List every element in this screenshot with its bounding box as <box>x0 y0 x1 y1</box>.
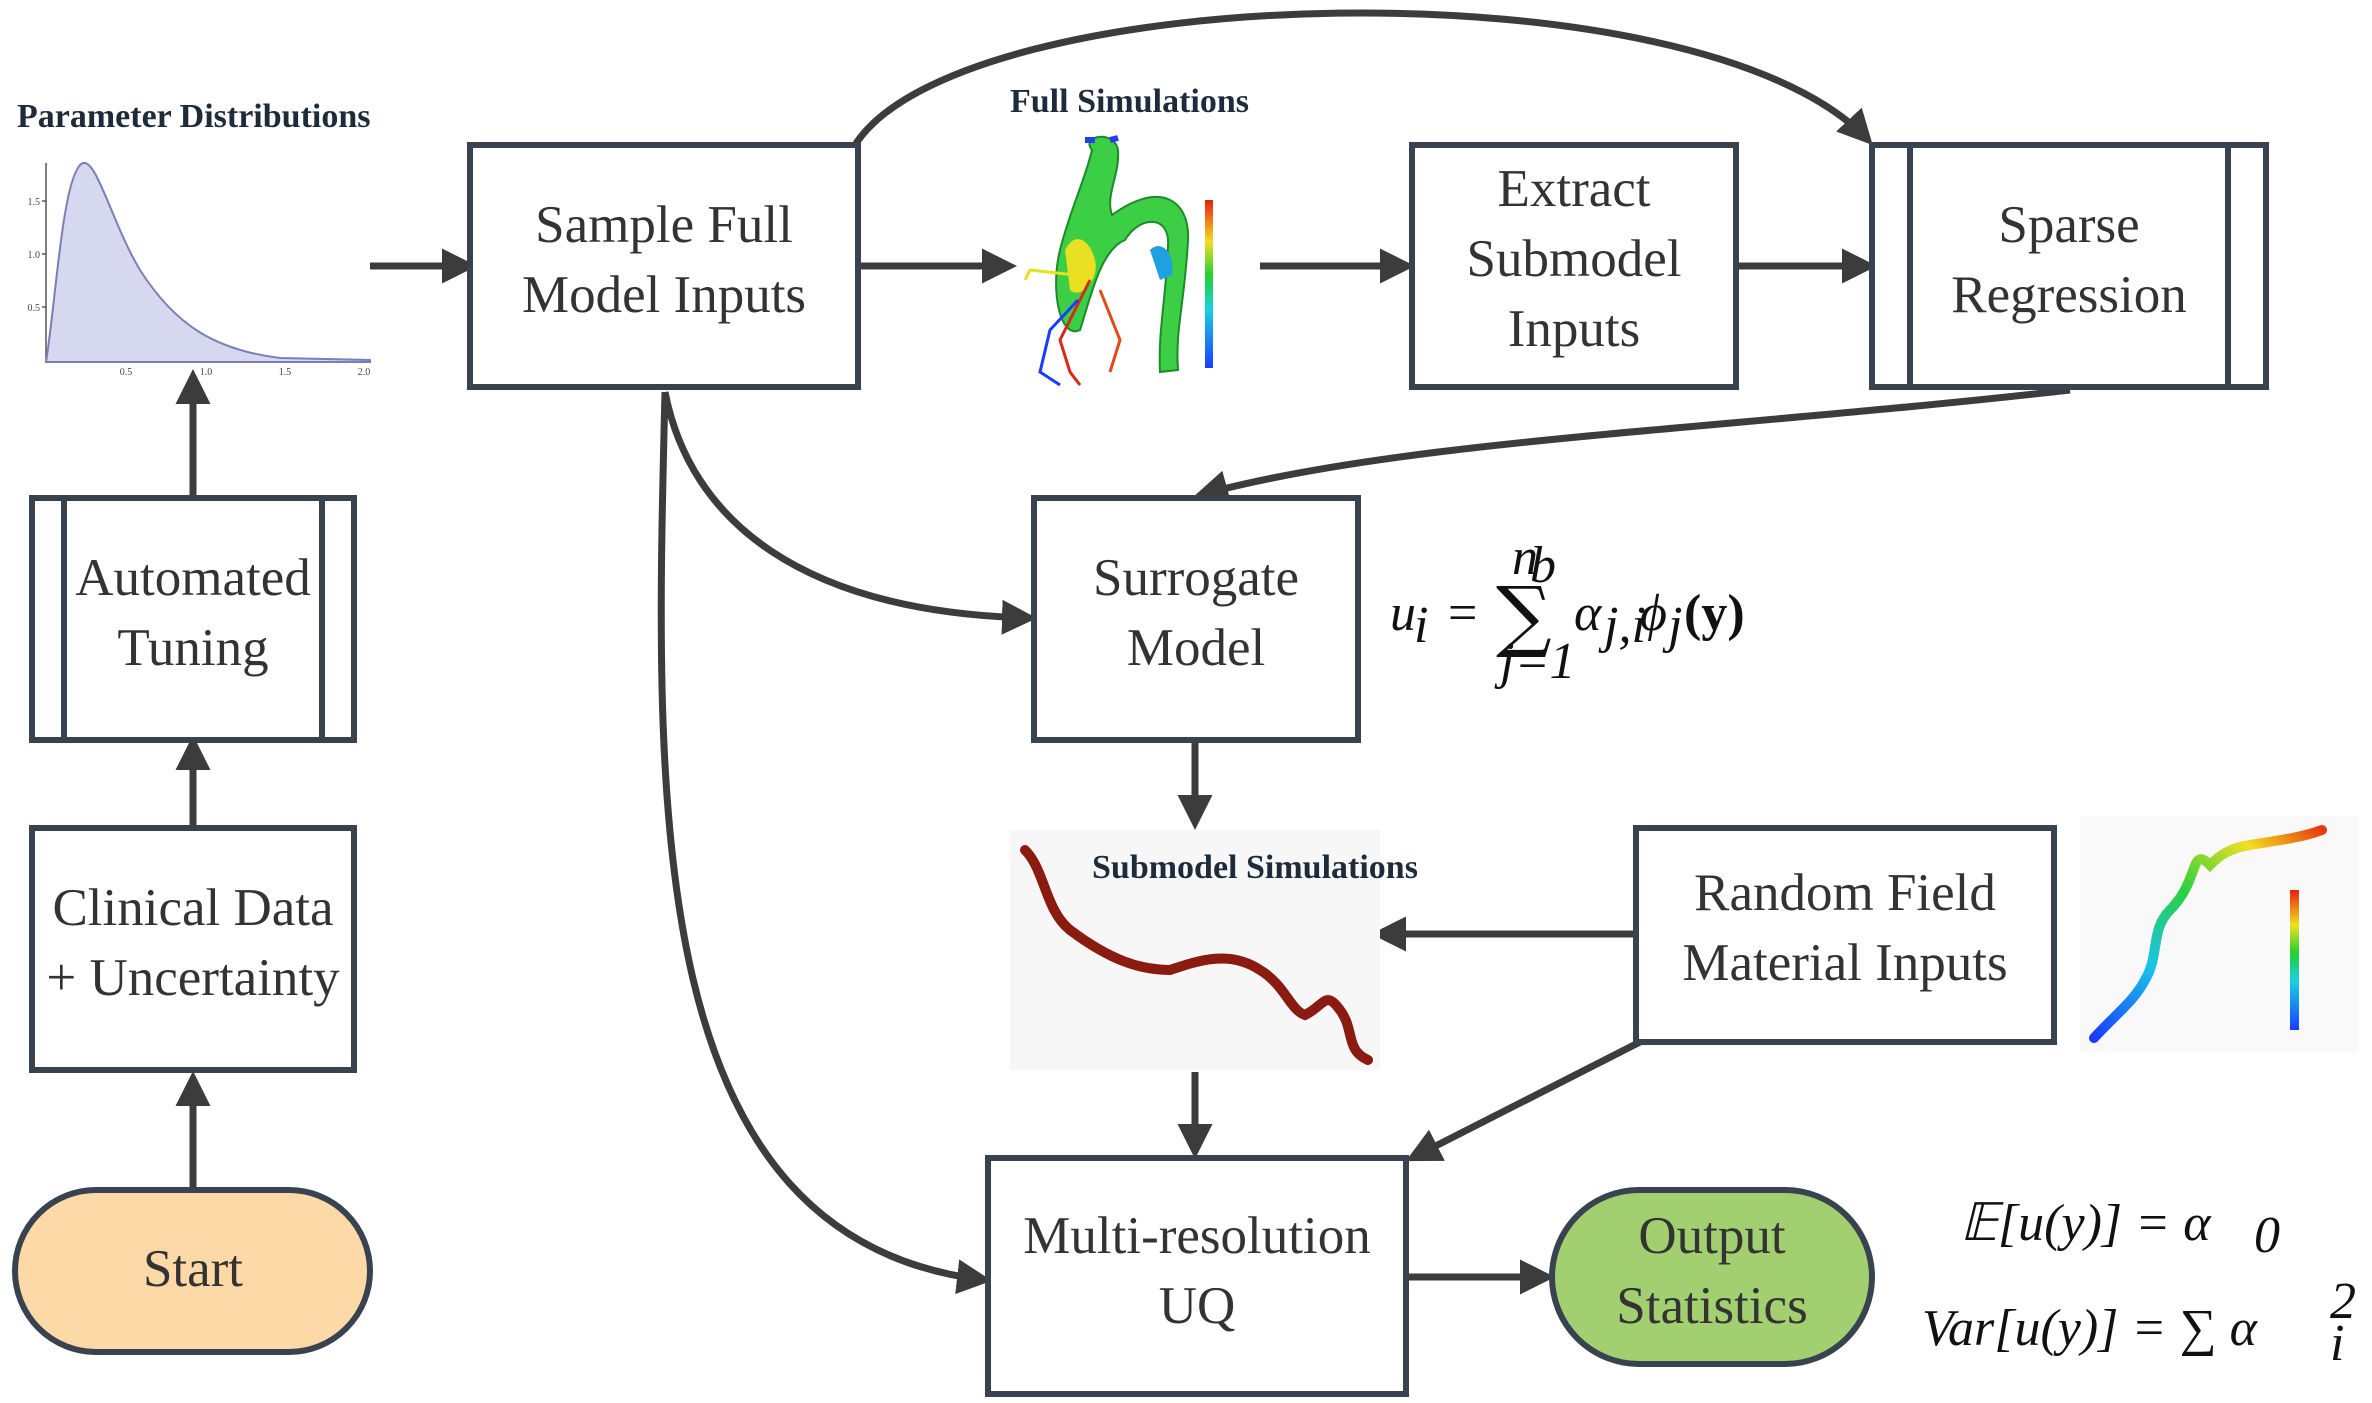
full-simulations-image: Full Simulations <box>1010 83 1249 387</box>
eq-variance-sub: i <box>2330 1315 2344 1372</box>
start-label: Start <box>143 1240 243 1298</box>
clinical-label-line1: Clinical Data <box>52 879 333 937</box>
eq-sum-upper: n <box>1512 529 1538 586</box>
eq-sum-upper-sub: b <box>1530 537 1556 594</box>
eq-lhs: u <box>1390 585 1416 642</box>
node-extract-submodel-inputs: Extract Submodel Inputs <box>1409 142 1739 390</box>
surrogate-label-line1: Surrogate <box>1093 549 1299 607</box>
artery-shape <box>1020 845 1373 1065</box>
sample-label-line1: Sample Full <box>535 196 793 254</box>
node-sparse-regression: Sparse Regression <box>1869 142 2269 390</box>
random-label-line2: Material Inputs <box>1682 934 2007 992</box>
surrogate-equation: u i = ∑ n b j=1 α j,i ϕ j (y) <box>1390 529 1745 690</box>
ytick-label: 1.5 <box>28 197 41 208</box>
node-start: Start <box>12 1187 373 1355</box>
eq-phi-sub: j <box>1662 597 1682 654</box>
xtick-label: 0.5 <box>120 367 133 378</box>
eq-arg: (y) <box>1684 585 1745 642</box>
extract-label-line2: Submodel <box>1467 230 1682 288</box>
colorbar <box>2290 890 2299 1030</box>
edges <box>175 9 2071 1295</box>
multires-label-line2: UQ <box>1159 1277 1236 1335</box>
node-automated-tuning: Automated Tuning <box>29 495 357 743</box>
ytick-label: 0.5 <box>28 303 41 314</box>
submodel-simulations-image: Submodel Simulations <box>1010 830 1418 1070</box>
clinical-label-line2: + Uncertainty <box>46 949 340 1007</box>
xtick-label: 1.5 <box>279 367 292 378</box>
fullsim-caption: Full Simulations <box>1010 83 1249 120</box>
edge-sample-sparse-arc <box>852 9 1873 147</box>
surrogate-label-line2: Model <box>1127 619 1265 677</box>
eq-equals: = <box>1448 585 1477 642</box>
random-field-image <box>2080 816 2358 1052</box>
extract-label-line3: Inputs <box>1508 300 1641 358</box>
tuning-label-line1: Automated <box>75 549 311 607</box>
sample-label-line2: Model Inputs <box>522 266 806 324</box>
eq-alpha-sub: j,i <box>1598 597 1646 654</box>
tuning-label-line2: Tuning <box>117 619 268 677</box>
eq-variance-sup: 2 <box>2330 1273 2356 1330</box>
aorta-shape <box>1055 135 1190 374</box>
eq-alpha: α <box>1574 585 1603 642</box>
random-label-line1: Random Field <box>1694 864 1996 922</box>
eq-expectation-sub: 0 <box>2254 1207 2280 1264</box>
subsim-caption: Submodel Simulations <box>1092 849 1418 886</box>
vessel-shape <box>2089 825 2327 1043</box>
edge-random-multires <box>1405 1038 1642 1162</box>
edge-sparse-surrogate <box>1193 386 2071 505</box>
eq-variance: Var[u(y)] = ∑ α <box>1922 1300 2259 1357</box>
node-surrogate-model: Surrogate Model <box>1031 495 1361 743</box>
edge-sample-multires <box>657 391 992 1295</box>
output-label-line1: Output <box>1638 1207 1786 1265</box>
output-label-line2: Statistics <box>1616 1277 1807 1335</box>
eq-expectation: 𝔼[u(y)] = α <box>1960 1195 2212 1252</box>
eq-sum-lower: j=1 <box>1494 633 1576 690</box>
node-random-field-material-inputs: Random Field Material Inputs <box>1633 825 2057 1045</box>
node-output-statistics: Output Statistics <box>1549 1187 1875 1367</box>
xtick-label: 2.0 <box>358 367 371 378</box>
node-multi-resolution-uq: Multi-resolution UQ <box>985 1155 1409 1397</box>
ytick-label: 1.0 <box>28 250 41 261</box>
colorbar <box>1205 200 1213 368</box>
node-sample-full-model-inputs: Sample Full Model Inputs <box>467 142 861 390</box>
edge-sample-surrogate <box>661 391 1037 635</box>
statistics-equations: 𝔼[u(y)] = α 0 Var[u(y)] = ∑ α 2 i <box>1922 1195 2356 1372</box>
param-caption: Parameter Distributions <box>17 98 370 135</box>
xtick-label: 1.0 <box>200 367 213 378</box>
extract-label-line1: Extract <box>1497 160 1650 218</box>
node-clinical-data: Clinical Data + Uncertainty <box>29 825 357 1073</box>
eq-lhs-sub: i <box>1414 597 1428 654</box>
parameter-distribution-plot: Parameter Distributions 1.5 1.0 0.5 0.5 … <box>17 98 371 378</box>
distribution-curve <box>44 161 371 363</box>
sparse-label-line1: Sparse <box>1998 196 2139 254</box>
multires-label-line1: Multi-resolution <box>1023 1207 1370 1265</box>
sum-sign-icon: ∑ <box>1496 571 1552 661</box>
sparse-label-line2: Regression <box>1951 266 2187 324</box>
eq-phi: ϕ <box>1640 585 1667 642</box>
